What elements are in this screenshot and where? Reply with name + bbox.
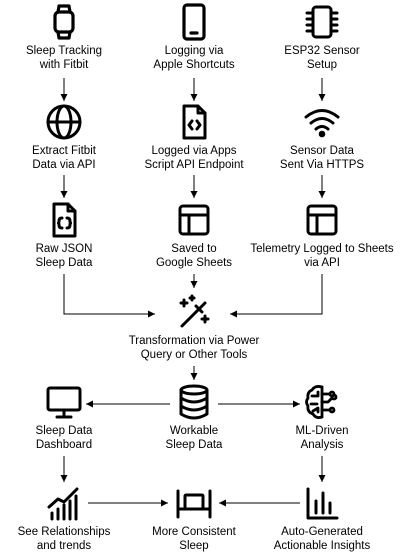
monitor-icon [46,386,82,419]
node-label: Logging via Apple Shortcuts [153,45,235,71]
microchip-icon [305,5,339,39]
node-label: Sensor Data Sent Via HTTPS [279,145,365,171]
node-saved-sheets: Saved to Google Sheets [119,200,269,270]
node-logged-apps-script: Logged via Apps Script API Endpoint [119,102,269,172]
node-raw-json: Raw JSON Sleep Data [0,200,139,270]
brain-circuit-icon [305,385,338,419]
wifi-icon [304,109,340,138]
node-telemetry-sheets: Telemetry Logged to Sheets via API [247,200,397,270]
globe-icon [46,104,82,140]
node-label: Sleep Data Dashboard [35,425,93,451]
node-label: ESP32 Sensor Setup [284,45,360,71]
arrow-telemetry-to-transformation [230,274,323,318]
smartwatch-icon [53,4,75,40]
node-dashboard: Sleep Data Dashboard [0,382,139,452]
node-label: Auto-Generated Actionable Insights [273,526,371,552]
node-sleep-tracking: Sleep Tracking with Fitbit [0,2,139,72]
code-file-icon [182,104,207,140]
node-transformation: Transformation via Power Query or Other … [119,292,269,362]
node-label: Sleep Tracking with Fitbit [25,45,103,71]
node-sensor-https: Sensor Data Sent Via HTTPS [247,102,397,172]
node-label: More Consistent Sleep [152,526,236,552]
spreadsheet-icon [306,204,338,236]
magic-wand-icon [179,294,210,328]
node-auto-insights: Auto-Generated Actionable Insights [247,483,397,553]
node-label: Raw JSON Sleep Data [35,243,93,269]
node-label: Extract Fitbit Data via API [32,145,96,171]
arrow-raw-json-to-transformation [63,274,155,318]
bar-chart-icon [306,487,339,520]
node-label: Logged via Apps Script API Endpoint [144,145,244,171]
node-esp32-setup: ESP32 Sensor Setup [247,2,397,72]
node-extract-fitbit: Extract Fitbit Data via API [0,102,139,172]
bed-icon [176,489,212,519]
node-ml-analysis: ML-Driven Analysis [247,382,397,452]
node-label: See Relationships and trends [17,526,111,552]
smartphone-icon [182,3,206,41]
node-relationships: See Relationships and trends [0,483,139,553]
node-label: Saved to Google Sheets [155,243,233,269]
trend-chart-icon [47,487,79,521]
json-file-icon [52,202,77,238]
node-label: Transformation via Power Query or Other … [128,335,260,361]
node-label: Workable Sleep Data [165,425,223,451]
node-logging-shortcuts: Logging via Apple Shortcuts [119,2,269,72]
database-icon [179,384,209,420]
node-workable: Workable Sleep Data [119,382,269,452]
node-label: ML-Driven Analysis [295,425,349,451]
node-label: Telemetry Logged to Sheets via API [250,243,394,269]
node-consistent-sleep: More Consistent Sleep [119,483,269,553]
spreadsheet-icon [178,204,210,236]
